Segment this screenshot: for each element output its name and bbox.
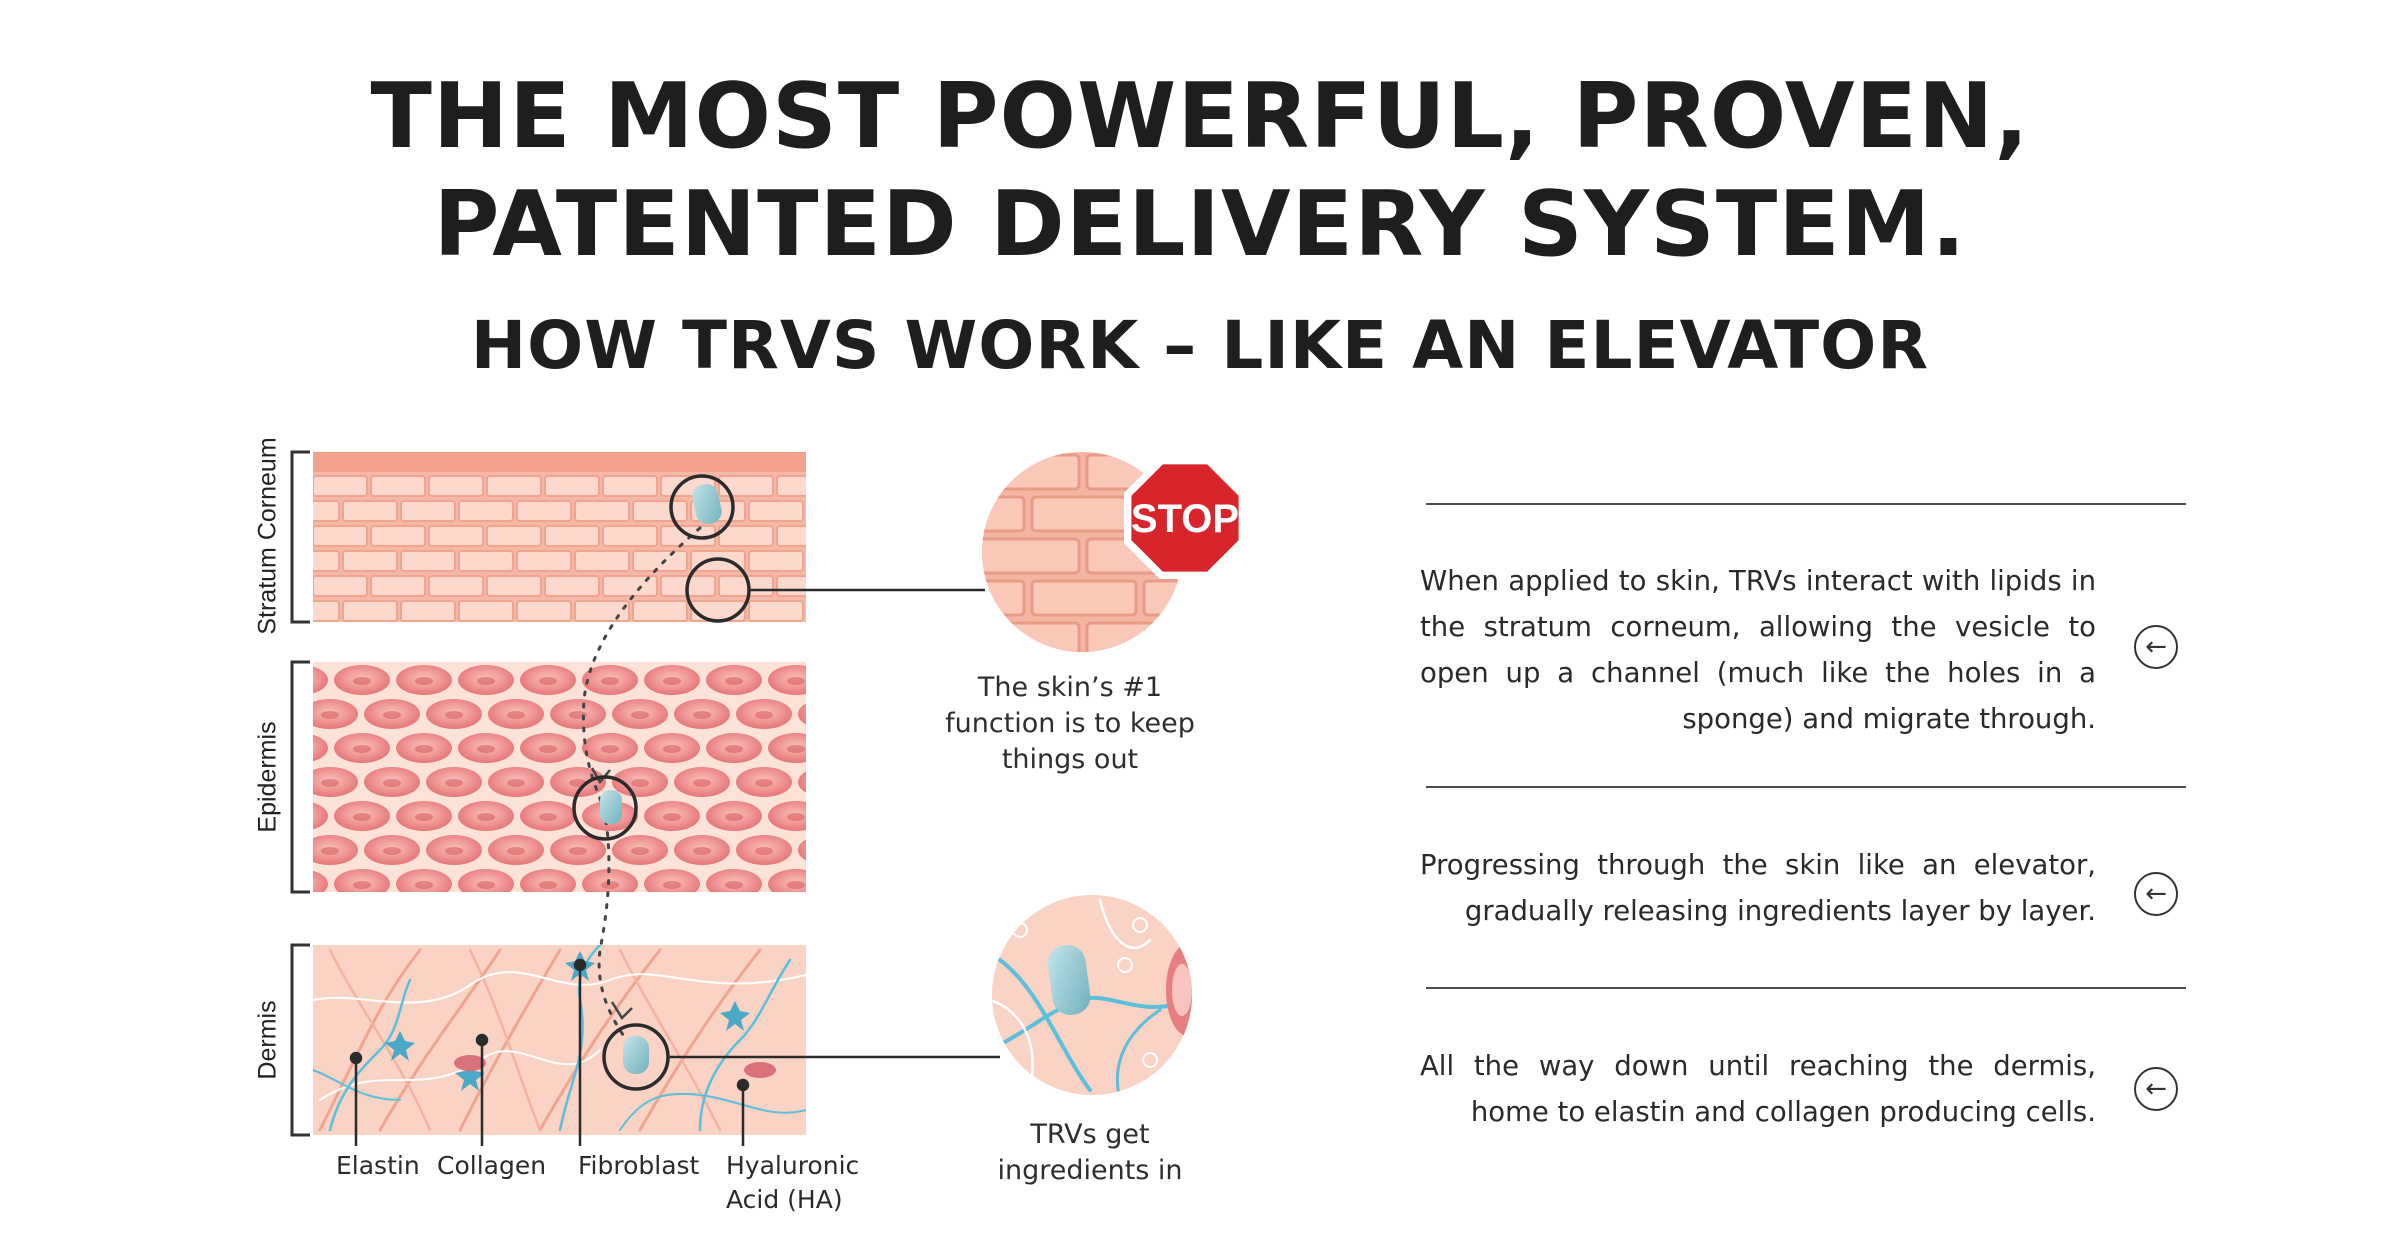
page-subtitle: HOW TRVS WORK – LIKE AN ELEVATOR [470, 307, 1930, 384]
divider-1 [1426, 786, 2186, 788]
stratum-corneum-layer [313, 452, 806, 622]
step-2-arrow-button[interactable]: ← [2134, 872, 2178, 916]
legend-fibroblast: Fibroblast [578, 1151, 700, 1180]
legend-elastin: Elastin [336, 1151, 420, 1180]
legend-pointers [349, 958, 750, 1146]
page-title-line-1: THE MOST POWERFUL, PROVEN, [370, 64, 2030, 169]
arrow-left-icon: ← [2145, 879, 2167, 909]
zoom-circle-dermis [992, 895, 1192, 1095]
vesicle-bottom [623, 1036, 649, 1074]
vesicle-path [581, 526, 702, 1047]
step-3-arrow-button[interactable]: ← [2134, 1067, 2178, 1111]
caption-skin-function: The skin’s #1 function is to keep things… [945, 672, 1195, 775]
highlight-circle-epidermis [572, 775, 638, 841]
step-2-text: Progressing through the skin like an ele… [1420, 849, 2096, 927]
step-1-text: When applied to skin, TRVs interact with… [1420, 565, 2096, 735]
zoom-circle-stratum [982, 452, 1182, 652]
layer-label-dermis: Dermis [253, 1000, 282, 1080]
highlight-circle-top [669, 474, 735, 540]
layer-label-epidermis: Epidermis [253, 721, 282, 833]
path-arrow-2 [610, 1001, 633, 1020]
legend-collagen: Collagen [437, 1151, 547, 1180]
dermis-layer [313, 945, 806, 1135]
path-arrow-1 [590, 767, 611, 785]
divider-2 [1426, 987, 2186, 989]
stop-sign-icon: STOP [1124, 457, 1246, 579]
arrow-left-icon: ← [2145, 1074, 2167, 1104]
step-1-arrow-button[interactable]: ← [2134, 625, 2178, 669]
layer-label-stratum-corneum: Stratum Corneum [253, 437, 282, 635]
caption-trvs-ingredients: TRVs get ingredients in [997, 1119, 1183, 1186]
step-3-text: All the way down until reaching the derm… [1420, 1050, 2096, 1128]
divider-top [1426, 503, 2186, 505]
vesicle-middle [600, 790, 622, 824]
stop-sign-text: STOP [1131, 497, 1239, 541]
vesicle-top [692, 483, 722, 525]
page-title-line-2: PATENTED DELIVERY SYSTEM. [433, 172, 1967, 277]
epidermis-layer [313, 662, 806, 892]
arrow-left-icon: ← [2145, 632, 2167, 662]
layer-brackets [290, 450, 310, 1137]
legend-hyaluronic-acid: Hyaluronic Acid (HA) [726, 1151, 860, 1214]
